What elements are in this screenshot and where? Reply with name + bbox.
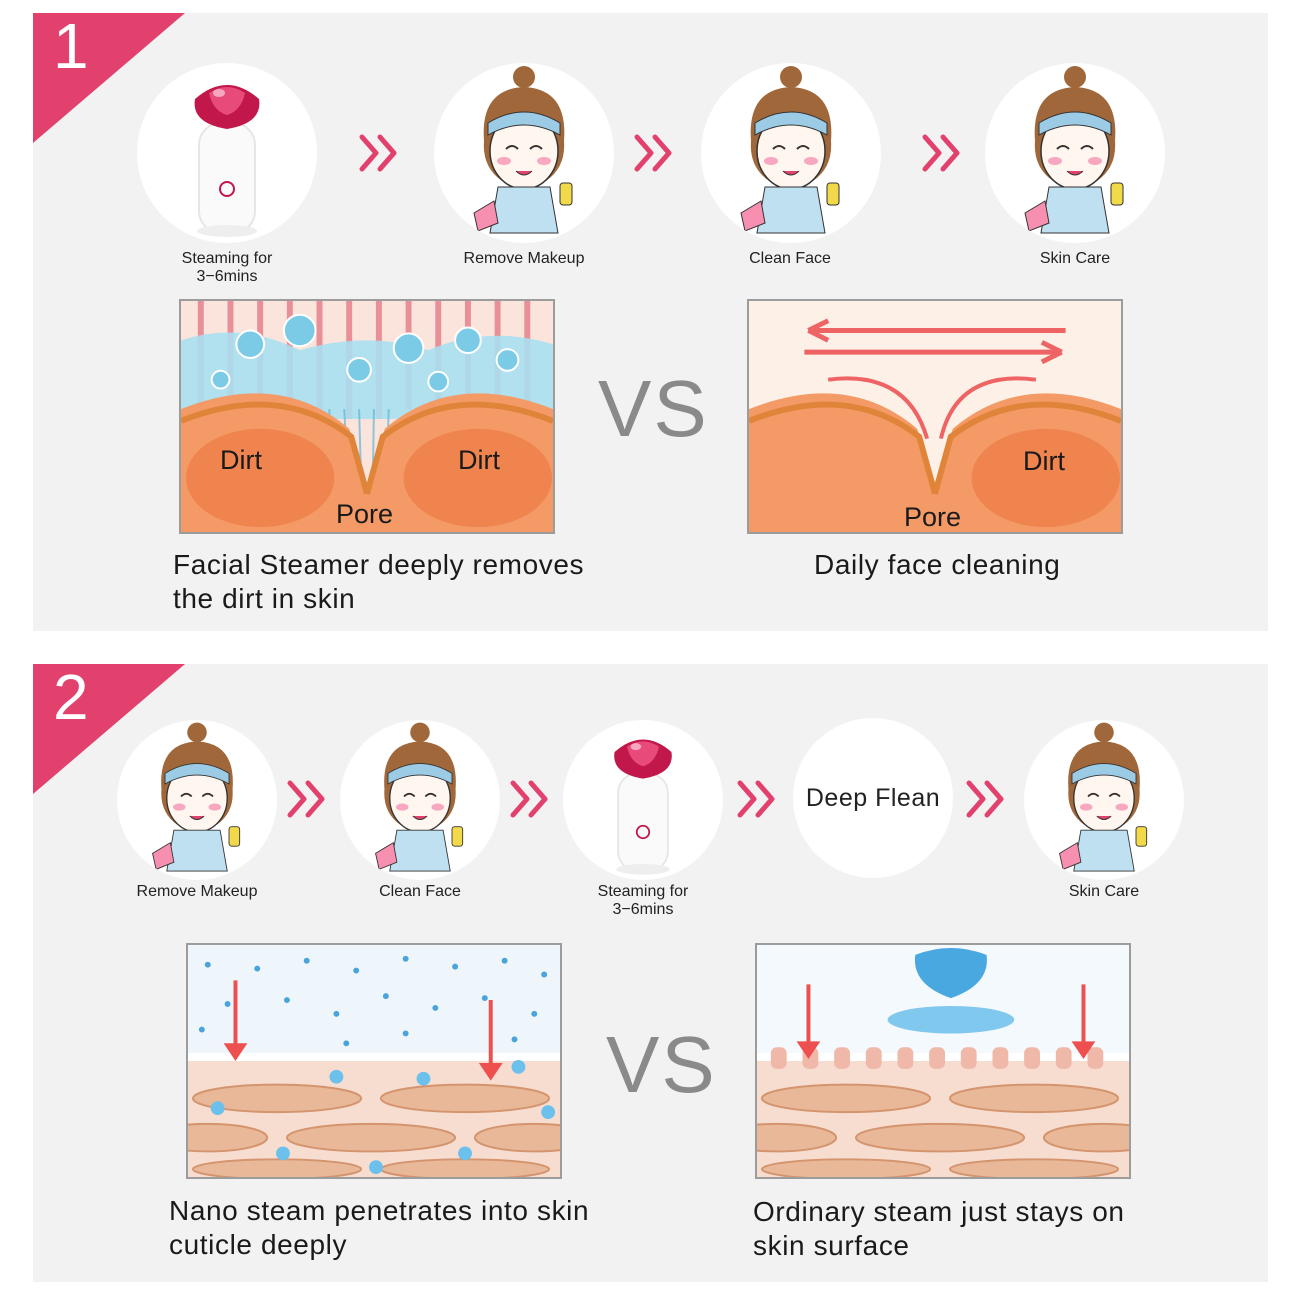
nano-steam-illustration xyxy=(188,945,560,1177)
steam-pore-diagram xyxy=(179,299,555,534)
clean-face-step-circle xyxy=(701,63,881,243)
daily-cleaning-illustration xyxy=(749,301,1121,532)
vs-text: VS xyxy=(598,364,709,453)
dirt-label: Dirt xyxy=(220,445,262,475)
section-number: 1 xyxy=(53,13,89,82)
section-2-panel: 2 Deep Flean Remove Makeup Clean Face St… xyxy=(33,664,1268,1282)
skin-care-step-circle xyxy=(985,63,1165,243)
girl-clean-face-icon xyxy=(701,63,881,243)
pore-label: Pore xyxy=(336,499,394,529)
ordinary-steam-illustration xyxy=(757,945,1129,1177)
section-number: 2 xyxy=(53,664,89,733)
steamer-step-circle xyxy=(137,63,317,243)
remove-makeup-step-circle xyxy=(434,63,614,243)
step-label-clean-face: Clean Face xyxy=(379,883,461,900)
caption-daily-cleaning: Daily face cleaning xyxy=(814,549,1061,580)
double-chevron-icon xyxy=(965,779,1009,819)
skin-care-step-circle xyxy=(1024,720,1184,880)
girl-remove-makeup-icon xyxy=(434,63,614,243)
step-label-clean-face: Clean Face xyxy=(749,250,831,267)
ordinary-steam-diagram xyxy=(755,943,1131,1179)
girl-clean-face-icon xyxy=(340,720,500,880)
double-chevron-icon xyxy=(286,779,330,819)
double-chevron-icon xyxy=(736,779,780,819)
vs-text: VS xyxy=(606,1020,717,1109)
girl-skin-care-icon xyxy=(1024,720,1184,880)
clean-face-step-circle xyxy=(340,720,500,880)
pore-label: Pore xyxy=(904,502,962,532)
step-label-skin-care: Skin Care xyxy=(1068,883,1140,900)
dirt-label: Dirt xyxy=(1023,446,1065,476)
step-label-remove-makeup: Remove Makeup xyxy=(136,883,258,900)
double-chevron-icon xyxy=(358,133,402,173)
facial-steamer-icon xyxy=(137,63,317,243)
girl-remove-makeup-icon xyxy=(117,720,277,880)
remove-makeup-step-circle xyxy=(117,720,277,880)
dirt-label: Dirt xyxy=(458,445,500,475)
facial-steamer-icon xyxy=(563,720,723,880)
double-chevron-icon xyxy=(509,779,553,819)
steam-pore-illustration xyxy=(181,301,553,532)
nano-steam-diagram xyxy=(186,943,562,1179)
daily-cleaning-diagram xyxy=(747,299,1123,534)
double-chevron-icon xyxy=(633,133,677,173)
girl-skin-care-icon xyxy=(985,63,1165,243)
steamer-step-circle xyxy=(563,720,723,880)
deep-flean-step-circle: Deep Flean xyxy=(793,718,953,878)
deep-flean-text: Deep Flean xyxy=(805,783,941,812)
step-label-remove-makeup: Remove Makeup xyxy=(463,250,585,267)
step-label-skin-care: Skin Care xyxy=(1039,250,1111,267)
double-chevron-icon xyxy=(921,133,965,173)
